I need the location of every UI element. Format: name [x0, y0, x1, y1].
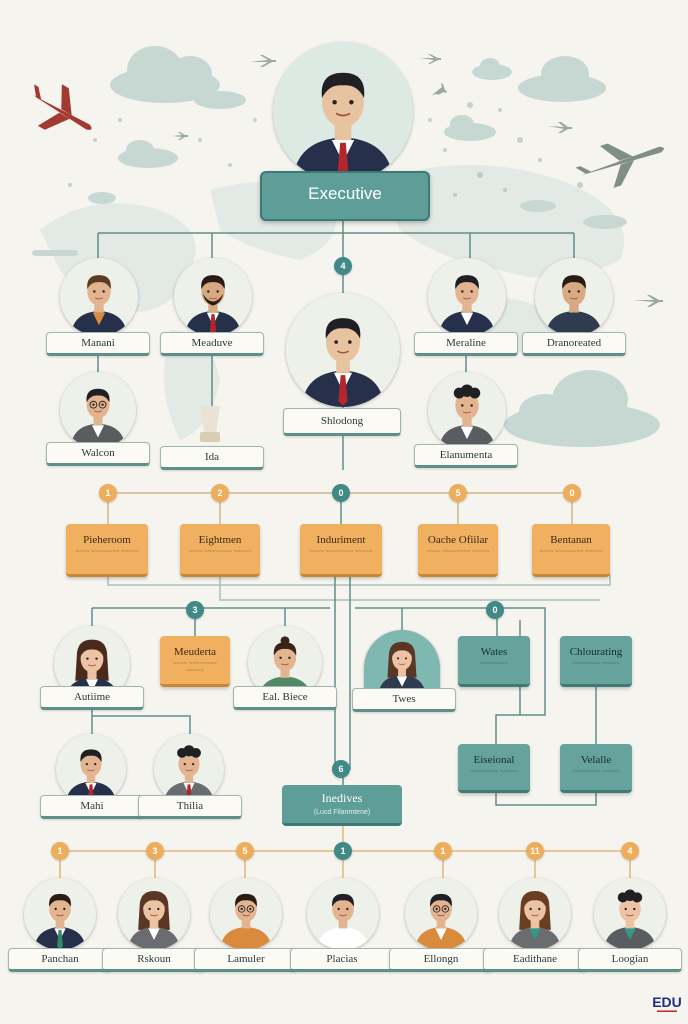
department-card-eightmen[interactable]: Eightmen~~~~ ~~~~~~~~ ~~~~~ [180, 524, 260, 577]
person-portrait-meaduve[interactable] [174, 258, 252, 336]
person-avatar-icon [317, 893, 369, 950]
person-avatar-icon [184, 275, 242, 336]
department-card-pieheroom[interactable]: Pieheroom~~~~ ~~~~~~~~ ~~~~~ [66, 524, 148, 577]
department-card-wates[interactable]: Wates~~~~~~~~ [458, 636, 530, 687]
person-name-mahi: Mahi [40, 795, 144, 819]
person-avatar-icon [438, 384, 496, 450]
number-badge: 2 [211, 484, 229, 502]
person-avatar-icon [604, 889, 656, 950]
person-avatar-icon [509, 890, 561, 950]
number-badge: 5 [449, 484, 467, 502]
person-name-placias: Placias [290, 948, 394, 972]
number-badge: 1 [434, 842, 452, 860]
number-badge: 5 [236, 842, 254, 860]
department-card-chlourating[interactable]: Chlourating~~~~~~~~ ~~~~~ [560, 636, 632, 687]
person-name-shlodong: Shlodong [283, 408, 401, 436]
person-name-rskoun: Rskoun [102, 948, 206, 972]
edu-logo: EDU▬▬▬▬ [652, 994, 682, 1014]
person-portrait-panchan[interactable] [24, 878, 96, 950]
number-badge: 4 [621, 842, 639, 860]
person-portrait-loogian[interactable] [594, 878, 666, 950]
person-name-ida: Ida [160, 446, 264, 470]
small-plane-icon [432, 83, 447, 95]
person-name-eal-biece: Eal. Biece [233, 686, 337, 710]
person-avatar-icon [70, 275, 128, 336]
person-avatar-icon [545, 275, 603, 336]
person-name-lamuler: Lamuler [194, 948, 298, 972]
small-plane-icon [634, 295, 663, 307]
person-avatar-icon [163, 745, 215, 804]
person-name-dranoreated: Dranoreated [522, 332, 626, 356]
person-avatar-icon [65, 749, 117, 804]
person-portrait-shlodong[interactable] [286, 293, 400, 407]
number-badge: 0 [563, 484, 581, 502]
person-portrait-elanumenta[interactable] [428, 372, 506, 450]
person-portrait-walcon[interactable] [60, 372, 136, 448]
number-badge: 3 [186, 601, 204, 619]
small-plane-icon [548, 122, 572, 133]
person-name-manani: Manani [46, 332, 150, 356]
trophy-icon [192, 402, 228, 444]
person-name-meaduve: Meaduve [160, 332, 264, 356]
person-name-thilia: Thilia [138, 795, 242, 819]
number-badge: 0 [486, 601, 504, 619]
person-portrait-mahi[interactable] [56, 734, 126, 804]
department-card-velalle[interactable]: Velalle~~~~~~~~ ~~~~~ [560, 744, 632, 793]
person-avatar-icon [128, 890, 180, 950]
person-avatar-icon [438, 275, 496, 336]
person-avatar-icon [220, 893, 272, 950]
red-airplane-icon [32, 84, 92, 130]
person-portrait-dranoreated[interactable] [535, 258, 613, 336]
small-plane-icon [420, 54, 441, 64]
number-badge: 1 [99, 484, 117, 502]
executive-banner[interactable]: Executive [260, 171, 430, 221]
person-name-panchan: Panchan [8, 948, 112, 972]
department-card-meuderta[interactable]: Meuderta~~~~ ~~~~~~~~ ~~~~~ [160, 636, 230, 687]
person-name-ellongn: Ellongn [389, 948, 493, 972]
department-card-induriment[interactable]: Induriment~~~~ ~~~~~~~~ ~~~~~ [300, 524, 382, 577]
number-badge: 3 [146, 842, 164, 860]
person-name-eadithane: Eadithane [483, 948, 587, 972]
gray-airplane-icon [575, 143, 664, 188]
person-name-meraline: Meraline [414, 332, 518, 356]
person-avatar-icon [415, 893, 467, 950]
number-badge: 6 [332, 760, 350, 778]
person-avatar-icon [292, 72, 394, 182]
person-portrait-rskoun[interactable] [118, 878, 190, 950]
number-badge: 0 [332, 484, 350, 502]
person-avatar-icon [378, 641, 426, 696]
number-badge: 1 [334, 842, 352, 860]
person-name-walcon: Walcon [46, 442, 150, 466]
small-plane-icon [172, 132, 188, 140]
person-portrait-meraline[interactable] [428, 258, 506, 336]
person-portrait-placias[interactable] [307, 878, 379, 950]
number-badge: 4 [334, 257, 352, 275]
number-badge: 11 [526, 842, 544, 860]
person-name-twes: Twes [352, 688, 456, 712]
person-name-loogian: Loogian [578, 948, 682, 972]
person-portrait-manani[interactable] [60, 258, 138, 336]
person-portrait-ellongn[interactable] [405, 878, 477, 950]
person-portrait-lamuler[interactable] [210, 878, 282, 950]
executive-portrait[interactable] [273, 42, 413, 182]
person-name-autiime: Autiime [40, 686, 144, 710]
inedives-box[interactable]: Inedives(Lucd Filanmtene) [282, 785, 402, 826]
department-card-eiseional[interactable]: Eiseional~~~~~~~~ ~~~~~ [458, 744, 530, 793]
person-portrait-thilia[interactable] [154, 734, 224, 804]
person-avatar-icon [70, 388, 126, 448]
person-avatar-icon [34, 893, 86, 950]
department-card-bentanan[interactable]: Bentanan~~~~ ~~~~~~~~ ~~~~~ [532, 524, 610, 577]
person-portrait-eadithane[interactable] [499, 878, 571, 950]
department-card-oache-ofiilar[interactable]: Oache Ofiilar~~~~ ~~~~~~~~ ~~~~~ [418, 524, 498, 577]
person-portrait-twes[interactable] [364, 630, 440, 696]
small-plane-icon [250, 55, 276, 67]
person-avatar-icon [301, 318, 385, 407]
person-name-elanumenta: Elanumenta [414, 444, 518, 468]
number-badge: 1 [51, 842, 69, 860]
